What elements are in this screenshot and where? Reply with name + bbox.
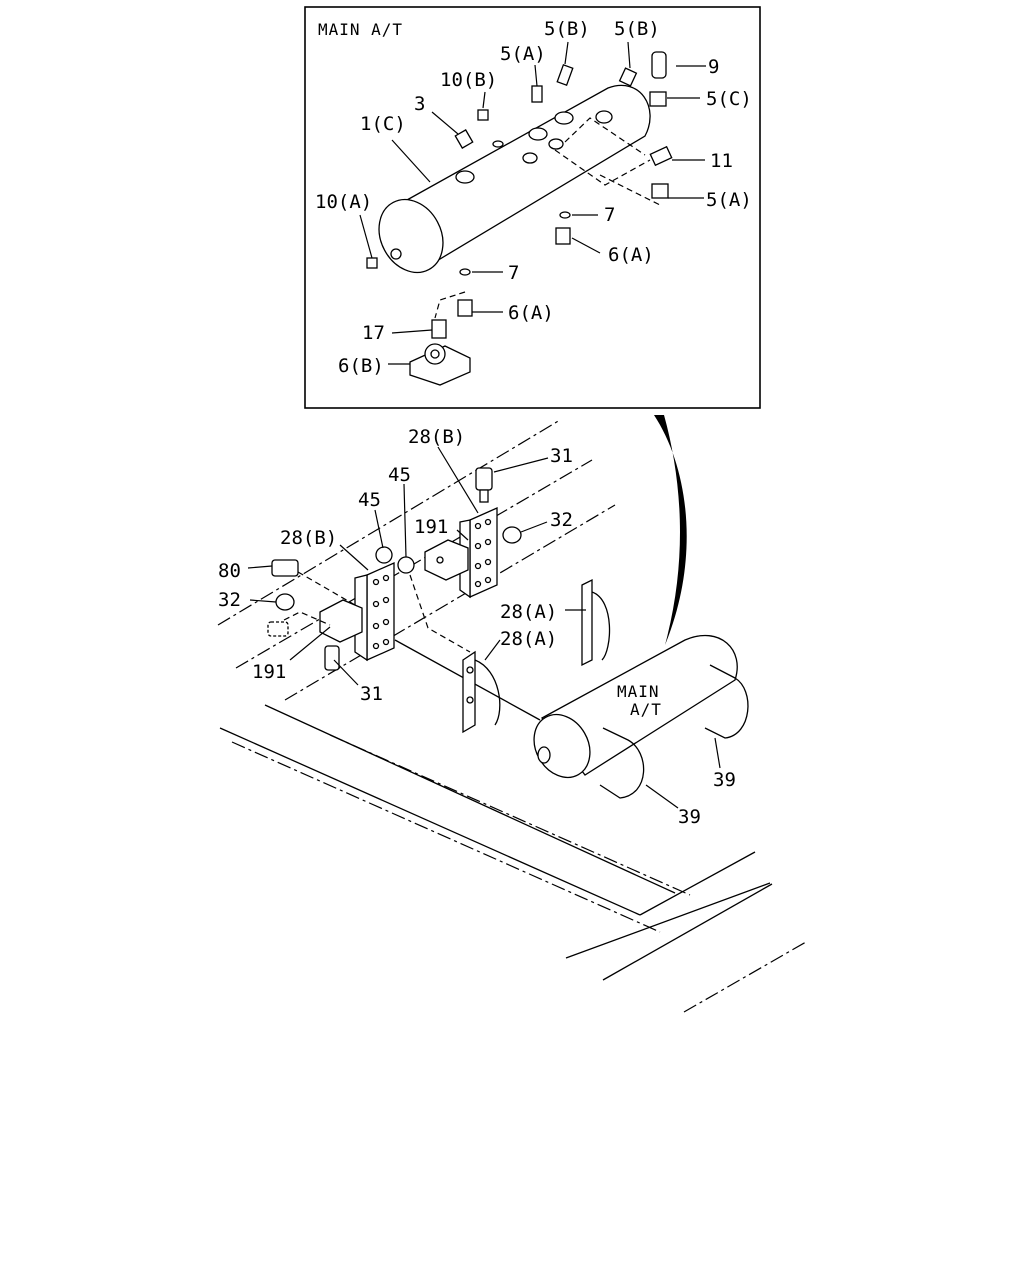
label-45-main: 45 <box>388 464 411 486</box>
main-air-tank <box>533 634 749 799</box>
label-191-main: 191 <box>252 661 286 683</box>
label-6a-inset: 6(A) <box>508 302 554 324</box>
label-5a-inset: 5(A) <box>706 189 752 211</box>
inset-panel: MAIN A/T <box>304 6 761 409</box>
inset-pipe-a <box>554 149 651 186</box>
label-39-main: 39 <box>713 769 736 791</box>
label-6b-inset: 6(B) <box>338 355 384 377</box>
label-28a-main: 28(A) <box>500 601 557 623</box>
label-5b-inset: 5(B) <box>614 18 660 40</box>
label-1c-inset: 1(C) <box>360 113 406 135</box>
label-17-inset: 17 <box>362 322 385 344</box>
label-32-main: 32 <box>550 509 573 531</box>
label-28a-main: 28(A) <box>500 628 557 650</box>
bracket-28b-front <box>354 561 395 662</box>
label-11-inset: 11 <box>710 150 733 172</box>
label-5a-inset: 5(A) <box>500 43 546 65</box>
label-191-main: 191 <box>414 516 448 538</box>
label-5c-inset: 5(C) <box>706 88 752 110</box>
label-7-inset: 7 <box>508 262 519 284</box>
label-80-main: 80 <box>218 560 241 582</box>
governor-valve <box>409 343 471 386</box>
inset-title: MAIN A/T <box>318 20 403 39</box>
label-45-main: 45 <box>358 489 381 511</box>
bracket-191-rear <box>424 539 469 581</box>
label-28b-main: 28(B) <box>408 426 465 448</box>
label-31-main: 31 <box>550 445 573 467</box>
label-10a-inset: 10(A) <box>315 191 372 213</box>
inset-fittings <box>366 51 673 339</box>
tank-label-main: MAIN <box>617 682 660 701</box>
clamp-28a-rear <box>581 578 611 667</box>
main-assembly: MAIN A/T 28(B) 31 45 45 191 32 28(B) 80 … <box>217 419 807 1013</box>
callout-arc <box>654 415 687 645</box>
label-10b-inset: 10(B) <box>440 69 497 91</box>
fasteners <box>267 467 522 671</box>
label-3-inset: 3 <box>414 93 425 115</box>
inset-tank <box>378 84 651 274</box>
inset-frame <box>304 6 761 409</box>
label-9-inset: 9 <box>708 56 719 78</box>
label-5b-inset: 5(B) <box>544 18 590 40</box>
label-28b-main: 28(B) <box>280 527 337 549</box>
inset-pipe-b <box>564 117 646 156</box>
label-6a-inset: 6(A) <box>608 244 654 266</box>
label-32-main: 32 <box>218 589 241 611</box>
tank-label-at: A/T <box>630 700 662 719</box>
inset-pipe-d <box>599 174 661 206</box>
label-31-main: 31 <box>360 683 383 705</box>
label-7-inset: 7 <box>604 204 615 226</box>
clamp-28a-front <box>462 650 501 734</box>
label-39-main: 39 <box>678 806 701 828</box>
bracket-191-front <box>319 599 363 643</box>
